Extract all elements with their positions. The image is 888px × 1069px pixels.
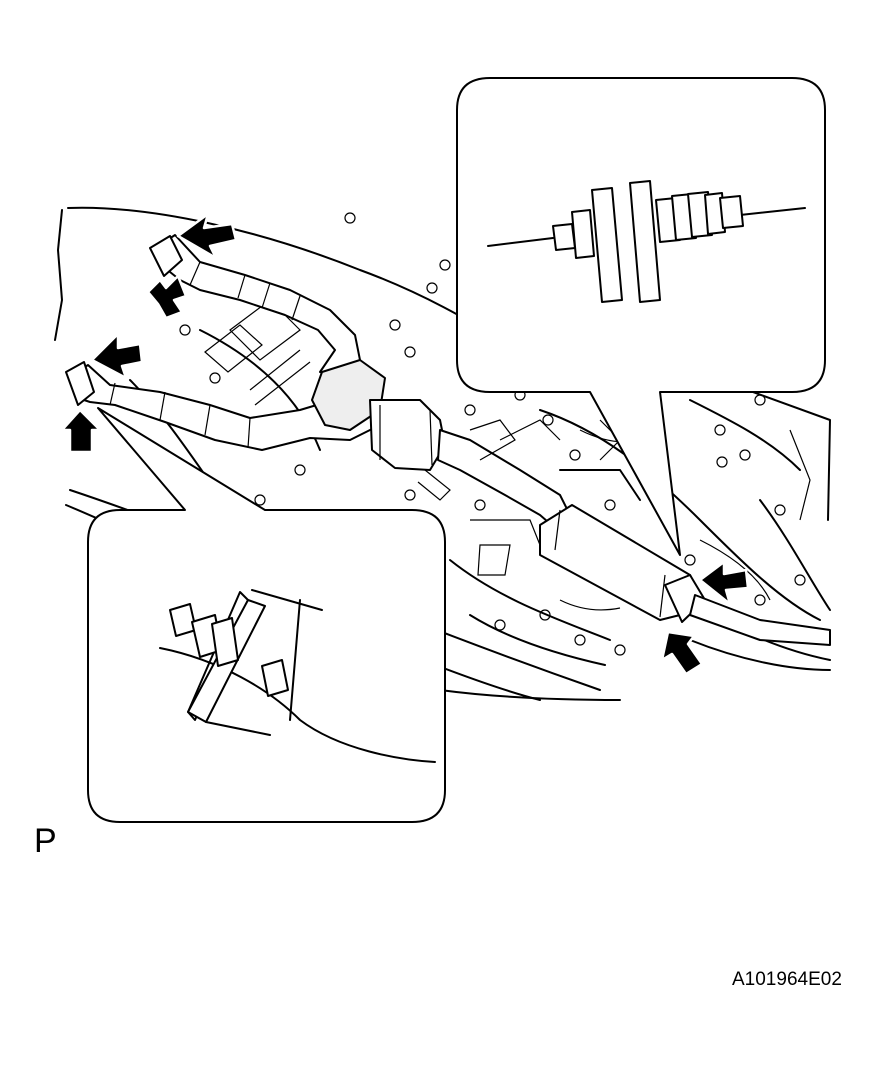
hole-mark — [464, 404, 476, 416]
view-label: P — [34, 822, 57, 860]
hole-mark — [774, 504, 786, 516]
hole-mark — [389, 319, 401, 331]
arrow-icon — [660, 630, 704, 676]
hole-mark — [439, 259, 451, 271]
hole-mark — [714, 424, 726, 436]
hole-mark — [494, 619, 506, 631]
arrow-icon — [146, 274, 188, 320]
hole-mark — [254, 494, 266, 506]
hole-mark — [684, 554, 696, 566]
nut-icon — [719, 195, 744, 229]
detail-callout-front-joint — [87, 407, 446, 823]
hole-mark — [209, 372, 221, 384]
hole-mark — [794, 574, 806, 586]
arrow-icon — [176, 212, 238, 260]
hole-mark — [614, 644, 626, 656]
hole-mark — [739, 449, 751, 461]
hole-mark — [754, 394, 766, 406]
hole-mark — [754, 594, 766, 606]
hole-mark — [344, 212, 356, 224]
hole-mark — [404, 346, 416, 358]
body-holes — [179, 212, 806, 656]
exhaust-pipe-assembly — [65, 234, 831, 646]
arrow-icon — [698, 560, 750, 606]
hole-mark — [474, 499, 486, 511]
hole-mark — [604, 499, 616, 511]
hole-mark — [179, 324, 191, 336]
bolt-icon — [552, 223, 576, 251]
hole-mark — [569, 449, 581, 461]
figure-code: A101964E02 — [732, 969, 842, 990]
hole-mark — [294, 464, 306, 476]
arrow-icon — [90, 332, 144, 380]
hole-mark — [426, 282, 438, 294]
bolt-location-arrows — [60, 212, 750, 676]
hole-mark — [542, 414, 554, 426]
arrow-icon — [60, 408, 102, 454]
detail-callout-rear-joint — [456, 77, 826, 556]
hole-mark — [404, 489, 416, 501]
hole-mark — [716, 456, 728, 468]
hole-mark — [539, 609, 551, 621]
hole-mark — [574, 634, 586, 646]
